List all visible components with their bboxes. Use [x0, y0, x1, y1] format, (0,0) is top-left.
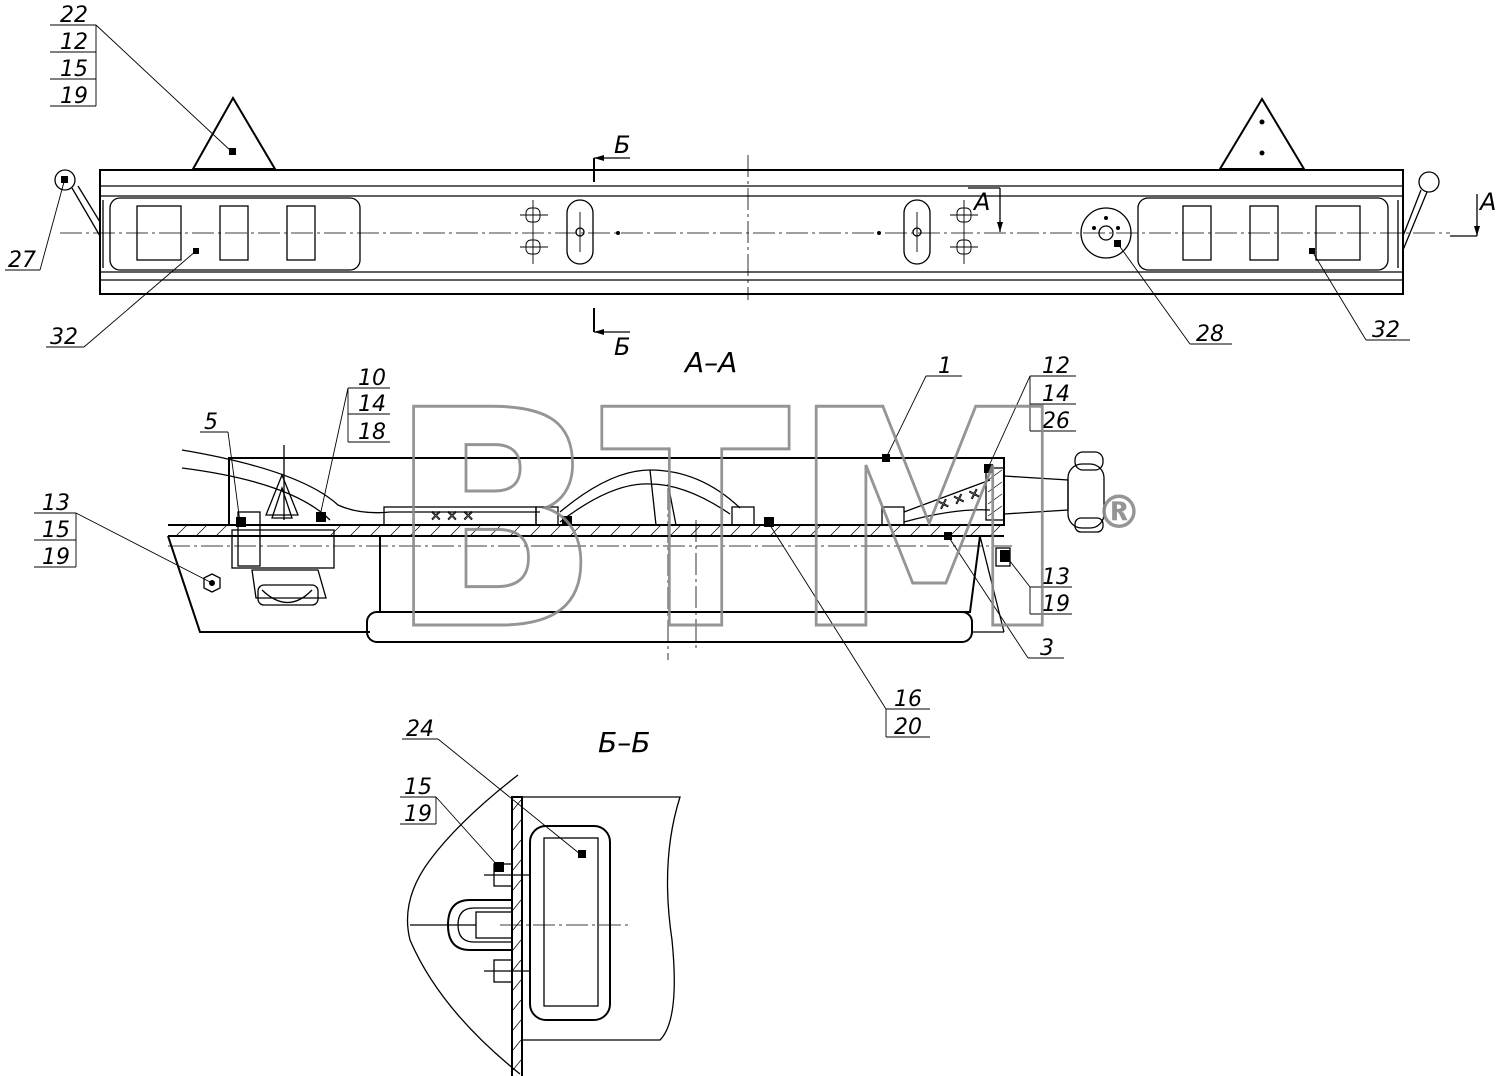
callout-labels: 22 12 15 19 27 32 28 32 5 10 14 18 1 12 …: [8, 3, 1400, 827]
view-titles: А–А Б–Б: [598, 346, 737, 759]
cut-mark-labels: Б Б А А: [614, 131, 1496, 361]
cut-label-a-right: А: [1478, 188, 1496, 216]
mounting-slot-right: [903, 199, 978, 265]
watermark-registered-mark: ®: [1096, 485, 1142, 539]
plate-hatching: [175, 524, 1002, 537]
reflector-triangle-left: [191, 96, 277, 170]
callout-12-b: 12: [1042, 354, 1070, 379]
reflector-triangle-right: [1218, 97, 1306, 170]
callout-16: 16: [894, 687, 922, 712]
callout-28: 28: [1196, 322, 1224, 347]
callout-32-right: 32: [1372, 318, 1400, 343]
callout-14-b: 14: [1042, 382, 1070, 407]
callout-5: 5: [204, 410, 218, 435]
callout-22: 22: [60, 3, 88, 28]
callout-15-a: 15: [42, 518, 70, 543]
callout-26: 26: [1042, 409, 1070, 434]
callout-14-a: 14: [358, 392, 386, 417]
watermark-text: BTM: [388, 347, 1068, 696]
cut-label-b-bottom: Б: [614, 333, 630, 361]
cut-label-b-top: Б: [614, 131, 630, 159]
svg-text:× × ×: × × ×: [430, 508, 474, 524]
callout-1: 1: [938, 354, 952, 379]
cut-label-a-mid: А: [972, 188, 990, 216]
callout-3: 3: [1040, 636, 1054, 661]
top-view-beam: [54, 96, 1480, 335]
callout-19: 19: [60, 84, 88, 109]
section-aa-title: А–А: [683, 346, 737, 379]
mounting-slot-left: [520, 199, 594, 265]
callout-18: 18: [358, 420, 386, 445]
callout-13-b: 13: [1042, 565, 1070, 590]
leader-lines: [5, 24, 1410, 867]
callout-19-b: 19: [1042, 592, 1070, 617]
callout-10: 10: [358, 366, 386, 391]
callout-20: 20: [894, 715, 922, 740]
callout-13-a: 13: [42, 491, 70, 516]
callout-24: 24: [406, 717, 434, 742]
callout-19-c: 19: [404, 802, 432, 827]
callout-19-a: 19: [42, 545, 70, 570]
watermark: BTM ®: [387, 346, 1143, 698]
section-bb-title: Б–Б: [598, 726, 650, 759]
callout-15-b: 15: [404, 775, 432, 800]
callout-15: 15: [60, 57, 88, 82]
callout-32-left: 32: [50, 325, 78, 350]
callout-12: 12: [60, 30, 88, 55]
section-bb-view: [406, 774, 681, 1076]
callout-27: 27: [8, 248, 36, 273]
